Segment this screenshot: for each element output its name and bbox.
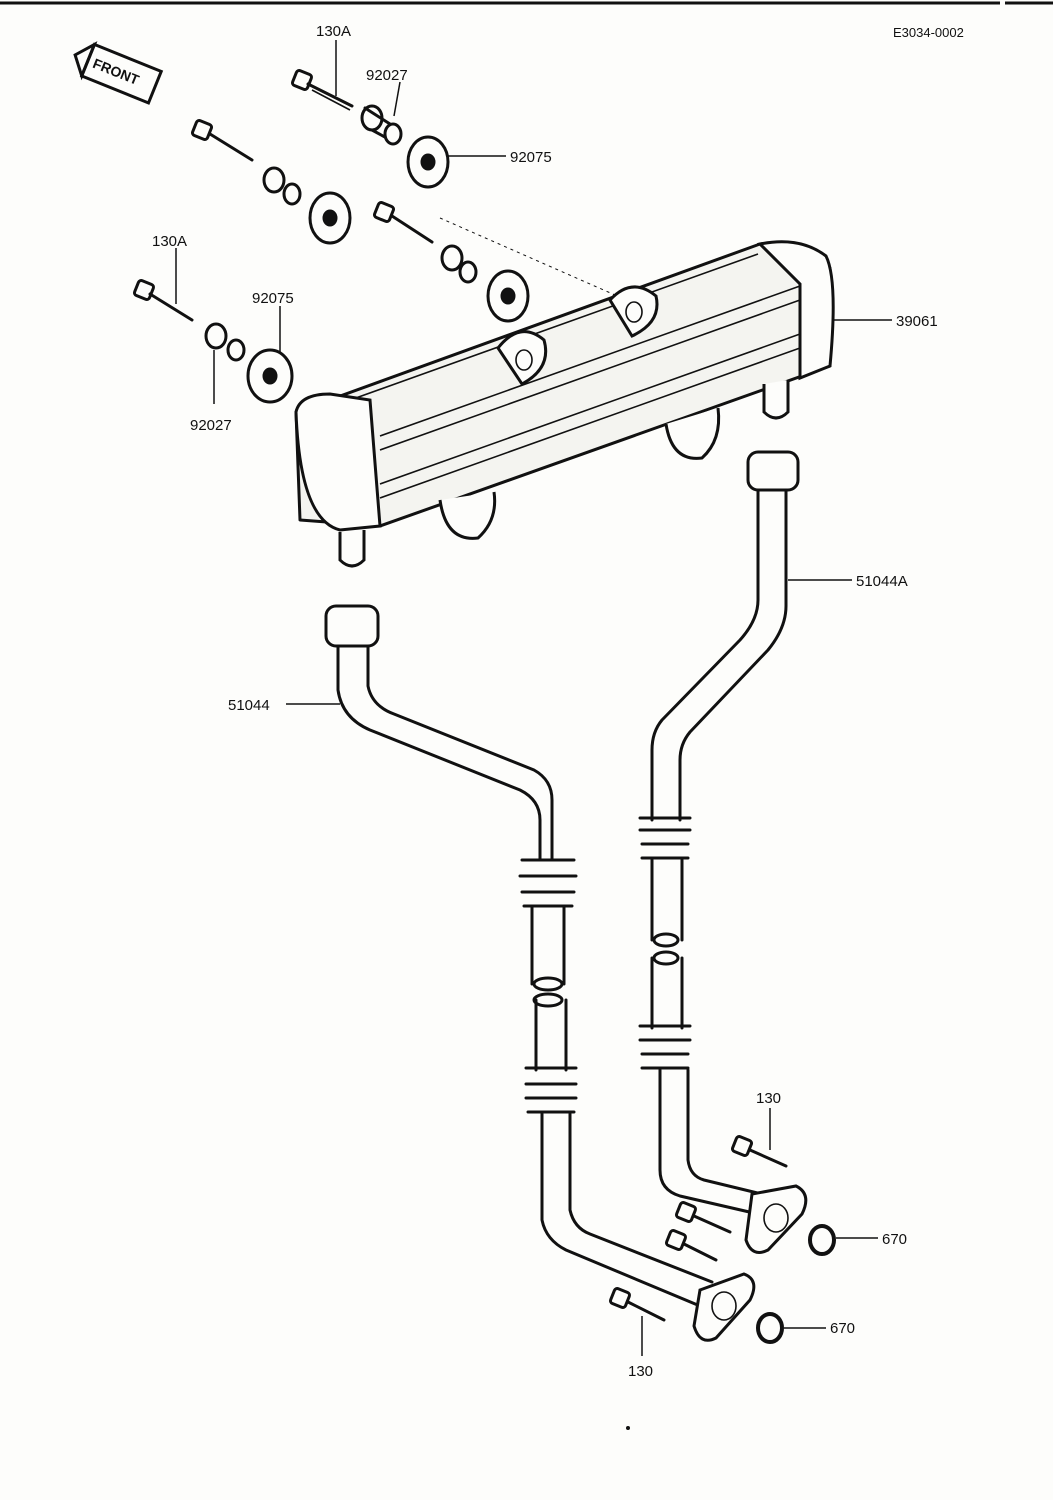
grommet-92075-top [406,135,450,189]
o-ring-670-bottom [756,1312,784,1344]
label-51044: 51044 [228,697,270,714]
label-130-bottom-right: 130 [756,1090,781,1107]
grommet-92075-left [246,348,294,404]
label-130-bottom-left: 130 [628,1363,653,1380]
bolt-middle-left [190,118,254,162]
label-51044a: 51044A [856,573,908,590]
alignment-guide [439,217,616,296]
label-92027-left: 92027 [190,417,232,434]
oil-hose-51044a [638,450,808,1254]
label-92027-top: 92027 [366,67,408,84]
oil-hose-51044 [324,604,756,1342]
label-92075-top: 92075 [510,149,552,166]
label-130a-top: 130A [316,23,351,40]
collar-92027-top [360,104,403,146]
label-130a-left: 130A [152,233,187,250]
grommet-middle-left [308,191,352,245]
bolt-130a-left [132,278,194,322]
bolt-130-left [608,1286,666,1322]
grommet-middle-right [486,269,530,323]
collar-92027-left [204,322,246,362]
bolt-130-right [730,1134,788,1168]
bolt-130a-top [290,68,354,111]
print-mark [626,1426,630,1430]
label-670-bottom: 670 [830,1320,855,1337]
bolt-middle-right [372,200,434,244]
label-39061: 39061 [896,313,938,330]
oil-cooler-39061 [294,240,835,568]
label-670-right: 670 [882,1231,907,1248]
bolt-cluster-center [664,1200,732,1262]
collar-middle-left [262,166,302,206]
label-92075-left: 92075 [252,290,294,307]
reference-code: E3034-0002 [893,25,964,40]
o-ring-670-right [808,1224,836,1256]
leader-collar-top [393,81,401,117]
front-direction-badge: FRONT [73,41,164,105]
collar-middle-right [440,244,478,284]
